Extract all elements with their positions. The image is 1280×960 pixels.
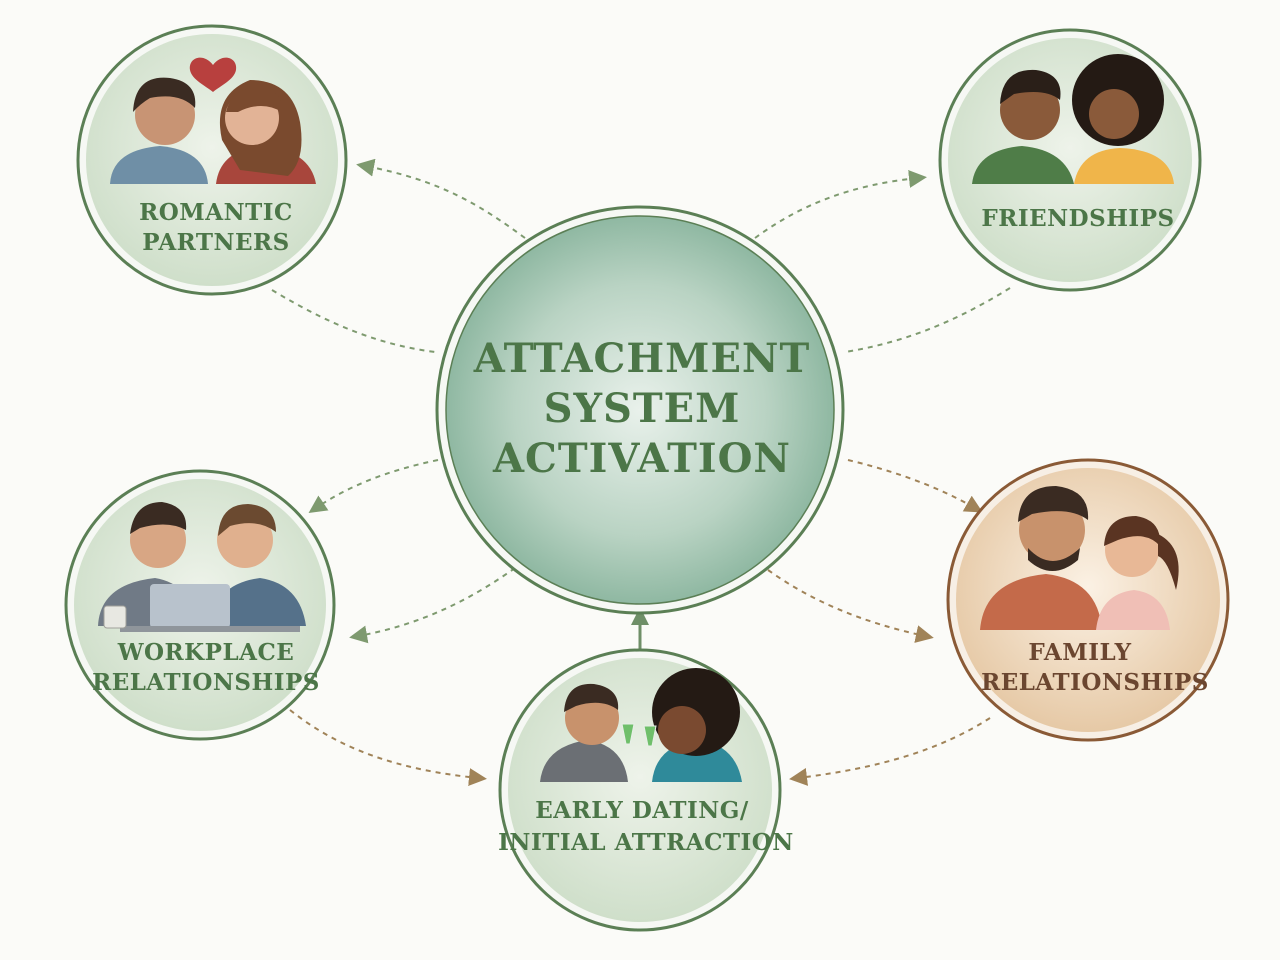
dating-label-line-1: EARLY DATING/ xyxy=(535,797,749,824)
romantic-partners-node: ROMANTIC PARTNERS xyxy=(78,26,346,294)
arrow-workplace-to-dating xyxy=(290,710,478,778)
workplace-relationships-node: WORKPLACE RELATIONSHIPS xyxy=(66,471,334,739)
dating-label-line-2: INITIAL ATTRACTION xyxy=(498,829,794,856)
romantic-label-line-2: PARTNERS xyxy=(142,229,290,256)
center-label-line-2: SYSTEM xyxy=(544,385,741,432)
arrow-to-romantic xyxy=(365,166,525,238)
early-dating-node: EARLY DATING/ INITIAL ATTRACTION xyxy=(498,650,794,930)
workplace-label-line-2: RELATIONSHIPS xyxy=(92,669,320,696)
friendships-node: FRIENDSHIPS xyxy=(940,30,1200,290)
center-node: ATTACHMENT SYSTEM ACTIVATION xyxy=(437,207,843,613)
link-romantic-center xyxy=(272,290,435,352)
friendships-label: FRIENDSHIPS xyxy=(981,205,1174,232)
workplace-label-line-1: WORKPLACE xyxy=(117,639,295,666)
family-label-line-1: FAMILY xyxy=(1028,639,1131,666)
arrow-to-family xyxy=(848,460,975,508)
center-label-line-3: ACTIVATION xyxy=(492,435,791,482)
arrow-to-workplace-lower xyxy=(358,568,515,636)
center-label-line-1: ATTACHMENT xyxy=(473,335,811,382)
family-relationships-node: FAMILY RELATIONSHIPS xyxy=(948,460,1228,740)
arrow-family-to-dating xyxy=(798,718,990,778)
arrow-to-friendships xyxy=(755,178,918,238)
arrow-to-workplace xyxy=(316,460,438,508)
link-friendships-center xyxy=(845,288,1010,352)
arrow-to-family-lower xyxy=(768,570,925,636)
romantic-label-line-1: ROMANTIC xyxy=(139,199,293,226)
family-label-line-2: RELATIONSHIPS xyxy=(981,669,1209,696)
